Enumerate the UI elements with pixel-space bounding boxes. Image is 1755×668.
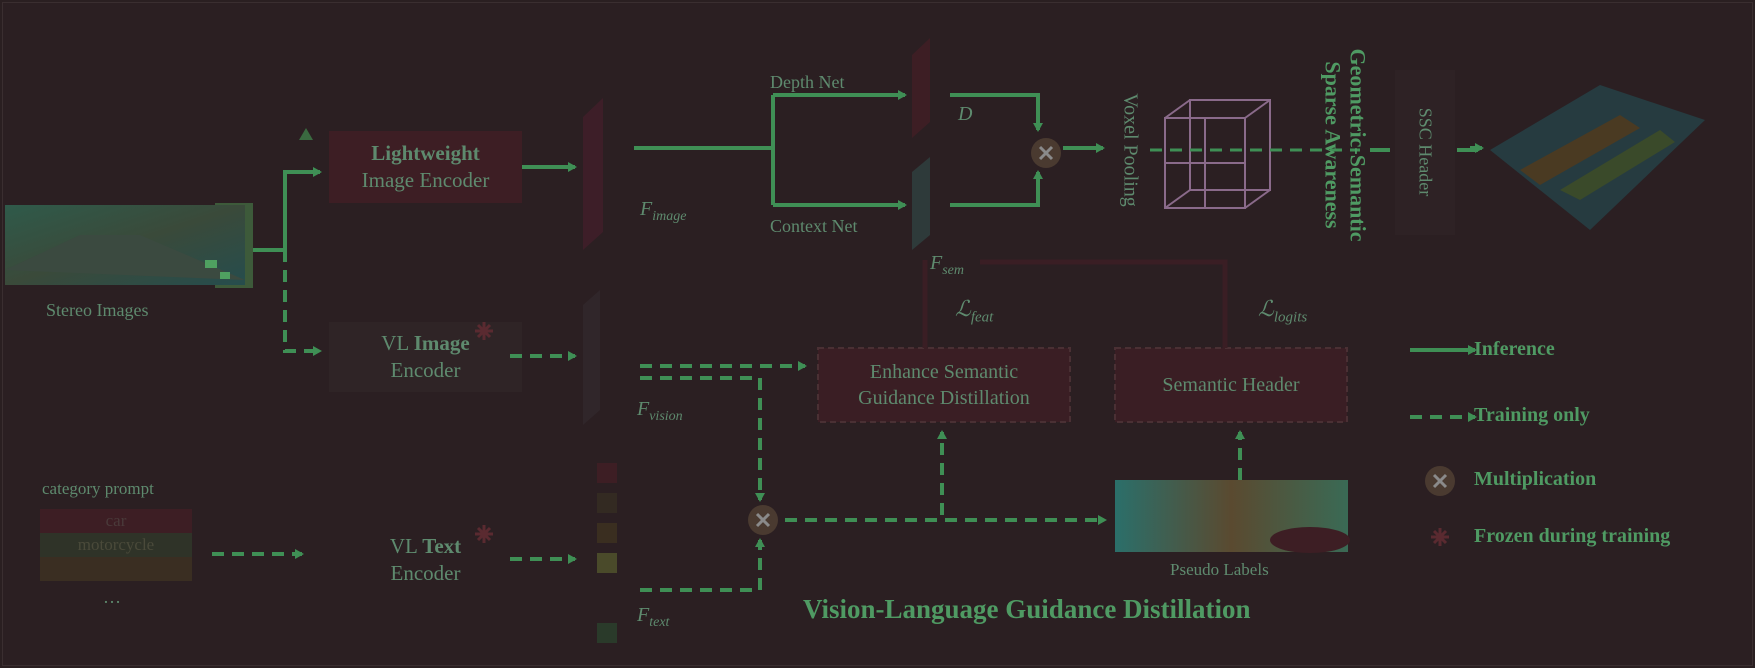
f-image-label: Fimage: [640, 198, 687, 224]
prompt-bar-2: [40, 533, 192, 557]
pseudo-labels-label: Pseudo Labels: [1170, 560, 1269, 579]
vl-image-rest: Encoder: [390, 358, 461, 382]
gssa-line1: Geometric-Semantic: [1345, 48, 1371, 242]
scene-output: [1490, 85, 1705, 230]
stereo-images-label: Stereo Images: [46, 300, 149, 320]
section-title: Vision-Language Guidance Distillation: [803, 594, 1251, 624]
prompt-bar-1: [40, 509, 192, 533]
lightweight-bold: Lightweight: [371, 140, 480, 165]
multiply-node-bottom: [748, 505, 778, 535]
prompt-car: car: [105, 511, 127, 530]
context-net-label: Context Net: [770, 216, 858, 236]
semantic-header-module: Semantic Header: [1115, 348, 1347, 422]
esgd-line1: Enhance Semantic: [869, 361, 1019, 383]
prompt-ellipsis: …: [103, 587, 121, 607]
f-text-column: [597, 463, 617, 643]
f-sem-block: [912, 157, 930, 250]
prompt-motorcycle: motorcycle: [77, 535, 155, 554]
l-feat-label: ℒfeat: [955, 296, 994, 326]
esgd-module: Enhance Semantic Guidance Distillation: [818, 348, 1070, 422]
esgd-box: [817, 347, 1071, 423]
semantic-header-label: Semantic Header: [1162, 374, 1300, 396]
gssa-label: Geometric-Semantic Sparse Awareness: [1320, 48, 1371, 242]
vl-text-bold: Text: [422, 533, 462, 558]
lightweight-icon: [299, 128, 313, 140]
frozen-icon-text: [475, 525, 493, 543]
legend-training-only: Training only: [1474, 404, 1590, 426]
legend-frozen: Frozen during training: [1474, 525, 1671, 547]
gssa-line2: Sparse Awareness: [1320, 61, 1345, 229]
l-logits-label: ℒlogits: [1258, 296, 1308, 326]
frozen-icon-image: [475, 322, 493, 340]
legend-inference: Inference: [1474, 338, 1555, 360]
vl-text-prefix: VL: [389, 533, 423, 558]
ssc-header-box: [1395, 70, 1455, 235]
f-vision-block: [583, 290, 600, 425]
ssc-header-label: SSC Header: [1415, 107, 1436, 197]
f-sem-label: Fsem: [930, 252, 964, 278]
d-label: D: [958, 103, 973, 125]
legend-arrows: [1410, 345, 1477, 546]
esgd-line2: Guidance Distillation: [858, 387, 1030, 409]
category-prompt-label: category prompt: [42, 479, 154, 498]
f-vision-label: Fvision: [637, 398, 683, 424]
voxel-cube: [1164, 99, 1271, 209]
f-text-label: Ftext: [637, 604, 670, 630]
vl-image-prefix: VL: [381, 330, 414, 355]
vl-text-rest: Encoder: [390, 561, 461, 585]
d-block: [912, 38, 930, 138]
lightweight-encoder: Lightweight Image Encoder: [329, 131, 522, 203]
vl-image-encoder-box: [329, 322, 522, 392]
prompt-bar-3: [40, 557, 192, 581]
voxel-pooling-label: Voxel Pooling: [1119, 93, 1142, 207]
multiply-node-top: [1031, 138, 1061, 168]
f-image-block: [583, 98, 603, 250]
lightweight-rest: Image Encoder: [361, 168, 490, 192]
lightweight-encoder-box: [329, 131, 522, 203]
vl-image-bold: Image: [413, 330, 470, 355]
legend-multiplication: Multiplication: [1474, 468, 1597, 490]
stereo-images: [5, 203, 253, 288]
depth-net-label: Depth Net: [770, 72, 845, 92]
vl-image-encoder: VL Image Encoder: [329, 322, 522, 392]
vl-text-encoder: VL Text Encoder: [329, 525, 522, 595]
semantic-header-box: [1114, 347, 1348, 423]
